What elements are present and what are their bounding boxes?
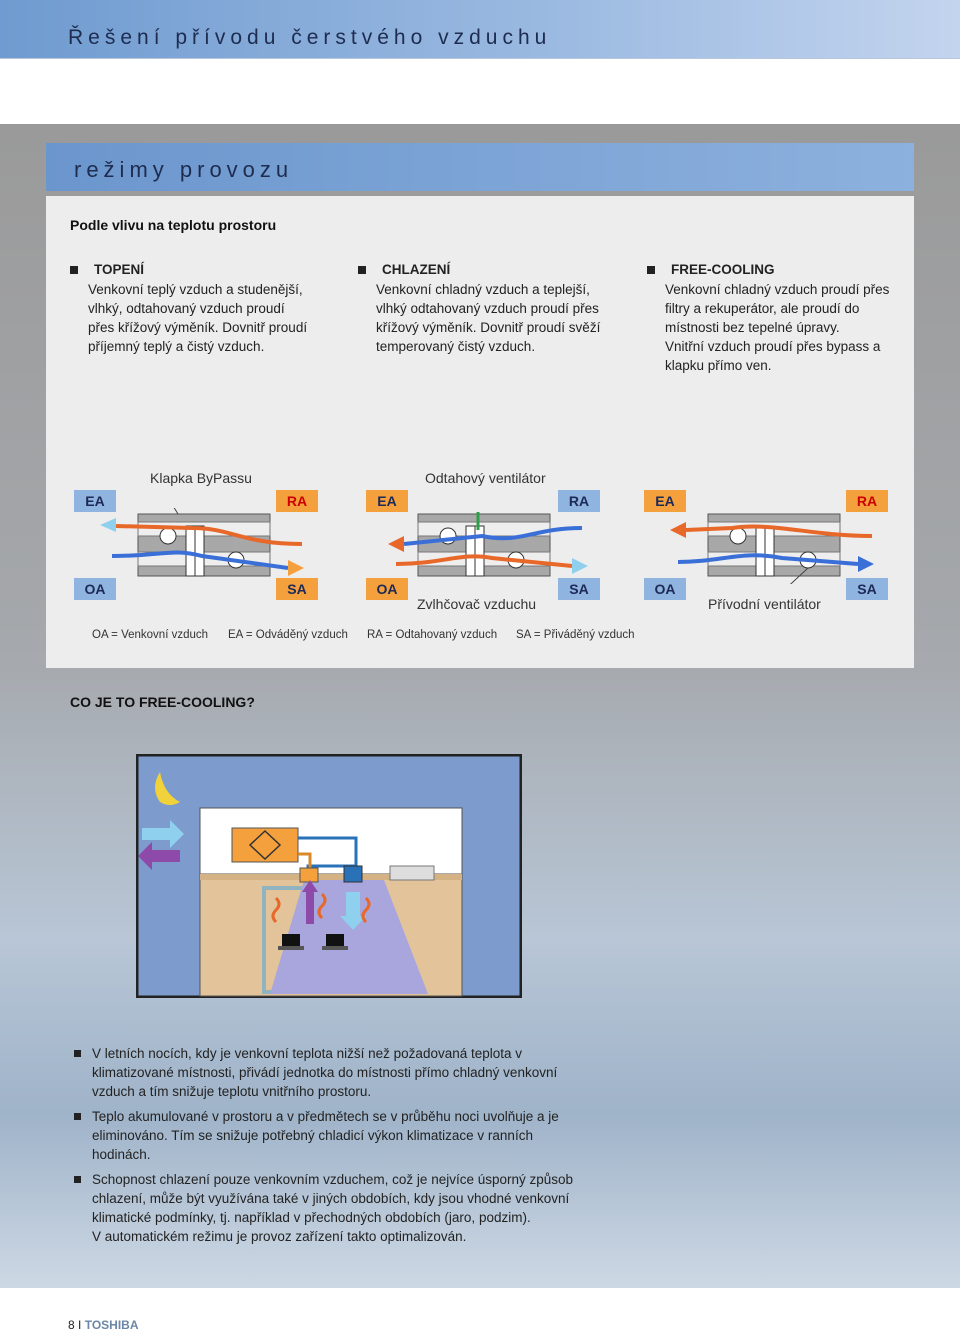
bullet-text: Schopnost chlazení pouze venkovním vzduc… <box>92 1172 574 1225</box>
mode-column-heating: TOPENÍ Venkovní teplý vzduch a studenějš… <box>70 260 330 356</box>
page-footer: 8 I TOSHIBA <box>68 1318 139 1332</box>
mode-text-line: Venkovní teplý vzduch a studenější, <box>88 282 303 297</box>
page-title: Řešení přívodu čerstvého vzduchu <box>68 26 552 49</box>
heat-recovery-unit-freecooling <box>670 513 874 584</box>
modes-heading: Podle vlivu na teplotu prostoru <box>70 217 277 233</box>
page-header: Řešení přívodu čerstvého vzduchu <box>0 0 960 59</box>
section-banner: režimy provozu <box>46 143 914 191</box>
moon-icon <box>155 772 180 805</box>
label-oa: OA <box>74 578 116 600</box>
label-sa: SA <box>558 578 600 600</box>
label-sa: SA <box>276 578 318 600</box>
mode-column-freecooling: FREE-COOLING Venkovní chladný vzduch pro… <box>647 260 907 375</box>
mode-text-line: Venkovní chladný vzduch proudí přes <box>665 282 890 297</box>
heat-recovery-unit-heating <box>100 508 304 577</box>
bullet-text: V letních nocích, kdy je venkovní teplot… <box>92 1046 558 1099</box>
bullet-icon <box>70 265 78 274</box>
mode-text-line: filtry a rekuperátor, ale proudí do <box>665 301 860 316</box>
mode-text-line: Venkovní chladný vzduch a teplejší, <box>376 282 590 297</box>
mode-text-line: klapku přímo ven. <box>665 358 772 373</box>
label-ea: EA <box>366 490 408 512</box>
bullet-text: V automatickém režimu je provoz zařízení… <box>92 1229 467 1244</box>
mode-column-cooling: CHLAZENÍ Venkovní chladný vzduch a teple… <box>358 260 618 356</box>
section-banner-title: režimy provozu <box>74 157 294 182</box>
label-ra: RA <box>558 490 600 512</box>
mode-text-line: příjemný teplý a čistý vzduch. <box>88 339 265 354</box>
mode-title: TOPENÍ <box>94 262 145 277</box>
bullet-continuation: V automatickém režimu je provoz zařízení… <box>72 1227 592 1246</box>
bullet-icon <box>74 1050 81 1057</box>
mode-text-line: Vnitřní vzduch proudí přes bypass a <box>665 339 881 354</box>
legend-sa: SA = Přiváděný vzduch <box>516 629 635 641</box>
bullet-icon <box>358 265 366 274</box>
label-ra: RA <box>276 490 318 512</box>
caption-bypass: Klapka ByPassu <box>150 470 252 486</box>
bullet-item: Teplo akumulované v prostoru a v předmět… <box>72 1107 592 1164</box>
legend-ea: EA = Odváděný vzduch <box>228 629 348 641</box>
label-oa: OA <box>366 578 408 600</box>
label-ea: EA <box>74 490 116 512</box>
mode-title: FREE-COOLING <box>671 262 775 277</box>
freecooling-heading: CO JE TO FREE-COOLING? <box>70 694 255 710</box>
mode-text-line: místnosti bez tepelné úpravy. <box>665 320 840 335</box>
arrow-in-icon <box>142 820 184 848</box>
label-sa: SA <box>846 578 888 600</box>
mode-text-line: temperovaný čistý vzduch. <box>376 339 536 354</box>
mode-text-line: vlhký, odtahovaný vzduch proudí <box>88 301 285 316</box>
mode-text-line: přes křížový výměník. Dovnitř proudí <box>88 320 308 335</box>
freecooling-bullets: V letních nocích, kdy je venkovní teplot… <box>72 1044 592 1252</box>
bullet-item: Schopnost chlazení pouze venkovním vzduc… <box>72 1170 592 1227</box>
label-oa: OA <box>644 578 686 600</box>
legend-ra: RA = Odtahovaný vzduch <box>367 629 498 641</box>
footer-separator: I <box>78 1318 82 1332</box>
bullet-icon <box>74 1176 81 1183</box>
legend-oa: OA = Venkovní vzduch <box>92 629 209 641</box>
freecooling-room-illustration <box>136 754 522 998</box>
modes-panel <box>46 196 914 668</box>
arrow-out-icon <box>138 842 180 870</box>
bullet-icon <box>74 1113 81 1120</box>
bullet-icon <box>647 265 655 274</box>
mode-text-line: vlhký odtahovaný vzduch proudí přes <box>376 301 599 316</box>
brand-name: TOSHIBA <box>84 1318 139 1332</box>
mode-text-line: křížový výměník. Dovnitř proudí svěží <box>376 320 601 335</box>
caption-humidifier: Zvlhčovač vzduchu <box>417 596 537 612</box>
label-ea: EA <box>644 490 686 512</box>
bullet-item: V letních nocích, kdy je venkovní teplot… <box>72 1044 592 1101</box>
caption-supply-fan: Přívodní ventilátor <box>708 596 821 612</box>
mode-title: CHLAZENÍ <box>382 262 451 277</box>
bullet-text: Teplo akumulované v prostoru a v předmět… <box>92 1109 559 1162</box>
page-number: 8 <box>68 1318 75 1332</box>
label-ra: RA <box>846 490 888 512</box>
caption-exhaust-fan: Odtahový ventilátor <box>425 470 546 486</box>
heat-recovery-unit-cooling <box>388 512 588 577</box>
